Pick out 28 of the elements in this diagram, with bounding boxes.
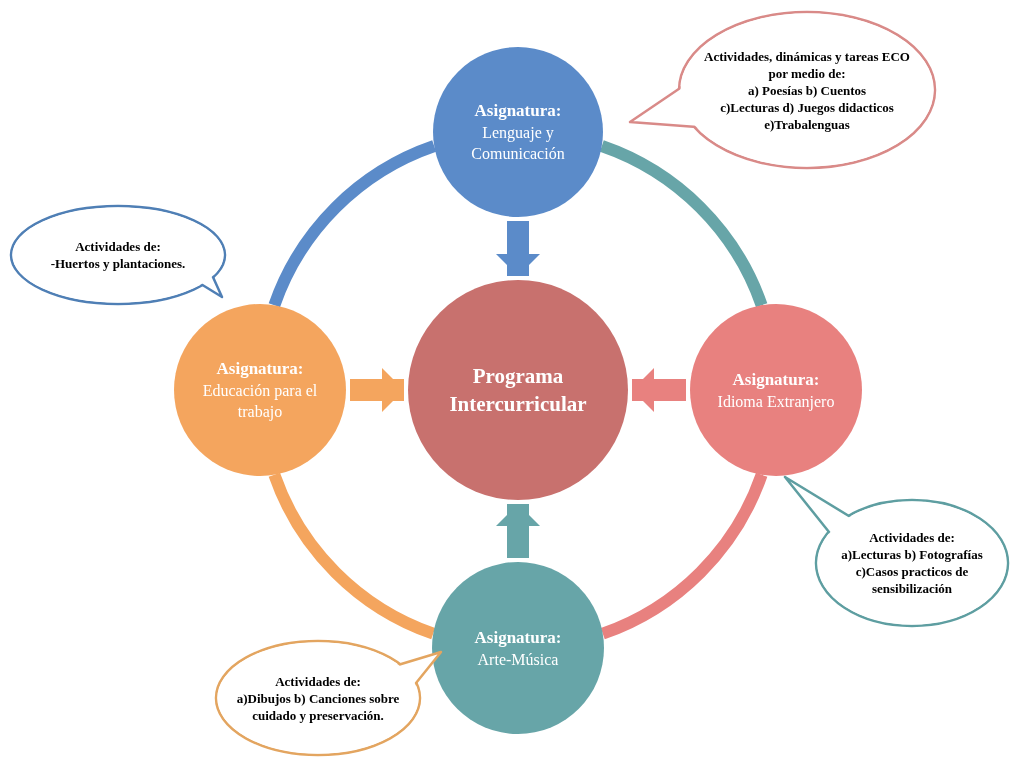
- callout-item: c)Casos practicos de sensibilización: [854, 563, 970, 597]
- ring-arc: [268, 472, 436, 640]
- callout-item: a) Poesías b) Cuentos: [747, 81, 867, 99]
- subject-heading: Asignatura:: [474, 100, 562, 122]
- ring-arc: [599, 140, 768, 308]
- subject-heading: Asignatura:: [216, 358, 304, 380]
- callout-item: -Huertos y plantaciones.: [50, 255, 186, 272]
- block-arrow: [496, 221, 540, 276]
- callout-item: c)Lecturas d) Juegos didacticos: [720, 98, 894, 116]
- callout-item: a)Lecturas b) Fotografías: [841, 546, 983, 563]
- ring-arc: [268, 140, 437, 308]
- center-title: Programa Intercurricular: [448, 363, 588, 418]
- callout-item: e)Trabalenguas: [764, 115, 850, 133]
- block-arrow: [350, 368, 404, 412]
- ring-arc: [600, 472, 768, 640]
- block-arrow: [632, 368, 686, 412]
- callout-heading: Actividades, dinámicas y tareas ECO por medio de:: [703, 47, 911, 82]
- subject-name: Idioma Extranjero: [717, 391, 835, 412]
- subject-name: Arte-Música: [477, 649, 559, 670]
- callout-item: a)Dibujos b) Canciones sobre cuidado y preservación.: [235, 689, 401, 724]
- subject-heading: Asignatura:: [474, 626, 562, 649]
- callout-heading: Actividades de:: [75, 238, 161, 255]
- subject-name: Educación para el trabajo: [201, 381, 319, 422]
- callout-heading: Actividades de:: [869, 529, 955, 546]
- block-arrow: [496, 504, 540, 558]
- subject-heading: Asignatura:: [732, 368, 820, 391]
- callout-heading: Actividades de:: [275, 672, 361, 690]
- subject-name: Lenguaje y Comunicación: [470, 123, 566, 164]
